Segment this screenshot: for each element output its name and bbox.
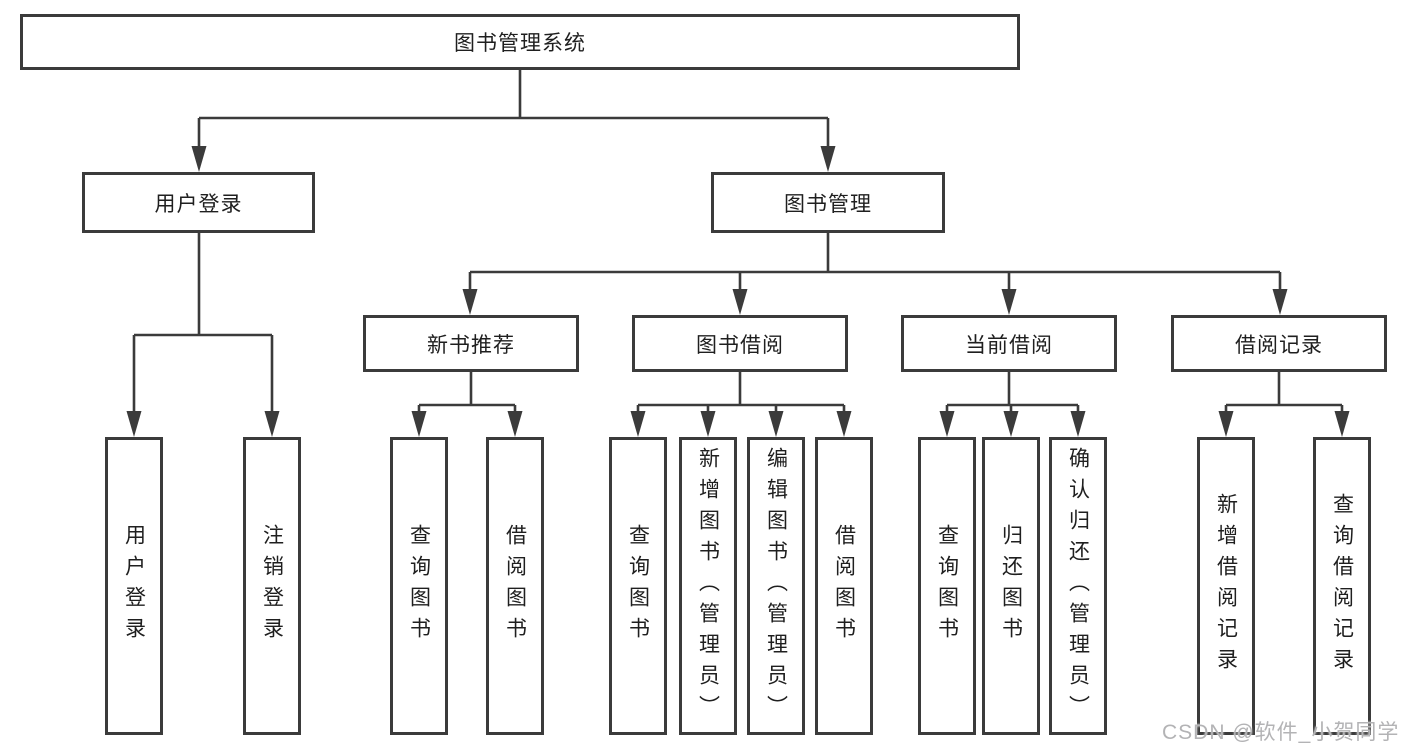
node-borrow-records: 借阅记录 — [1171, 315, 1387, 372]
node-query-borrow-record: 查询借阅记录 — [1313, 437, 1371, 735]
node-borrow-books-leaf: 借阅图书 — [815, 437, 873, 735]
node-label: 新书推荐 — [427, 333, 515, 357]
node-label: 注销登录 — [260, 524, 284, 648]
node-label: 图书借阅 — [696, 333, 784, 357]
node-user-login-leaf: 用户登录 — [105, 437, 163, 735]
node-label: 编辑图书（管理员） — [764, 446, 788, 726]
node-confirm-return-admin: 确认归还（管理员） — [1049, 437, 1107, 735]
node-label: 归还图书 — [999, 524, 1023, 648]
node-label: 确认归还（管理员） — [1066, 446, 1090, 726]
node-query-books-borrow: 查询图书 — [609, 437, 667, 735]
node-add-borrow-record: 新增借阅记录 — [1197, 437, 1255, 735]
node-label: 用户登录 — [154, 192, 243, 216]
watermark: CSDN @软件_小贺同学 — [1162, 721, 1400, 744]
node-label: 查询图书 — [407, 524, 431, 648]
node-label: 查询借阅记录 — [1330, 493, 1354, 679]
node-label: 查询图书 — [935, 524, 959, 648]
node-query-books-current: 查询图书 — [918, 437, 976, 735]
node-label: 新增图书（管理员） — [696, 446, 720, 726]
node-label: 图书管理 — [784, 192, 872, 216]
node-book-borrow: 图书借阅 — [632, 315, 848, 372]
node-label: 新增借阅记录 — [1214, 493, 1238, 679]
node-logout: 注销登录 — [243, 437, 301, 735]
node-label: 借阅记录 — [1235, 333, 1323, 357]
node-label: 当前借阅 — [965, 333, 1053, 357]
node-return-book: 归还图书 — [982, 437, 1040, 735]
node-book-management: 图书管理 — [711, 172, 945, 233]
node-borrow-books-recommend: 借阅图书 — [486, 437, 544, 735]
node-add-book-admin: 新增图书（管理员） — [679, 437, 737, 735]
node-user-login: 用户登录 — [82, 172, 315, 233]
node-new-book-recommend: 新书推荐 — [363, 315, 579, 372]
node-query-books-recommend: 查询图书 — [390, 437, 448, 735]
node-root: 图书管理系统 — [20, 14, 1020, 70]
node-label: 借阅图书 — [503, 524, 527, 648]
node-label: 借阅图书 — [832, 524, 856, 648]
node-label: 图书管理系统 — [454, 32, 586, 55]
node-edit-book-admin: 编辑图书（管理员） — [747, 437, 805, 735]
node-current-borrow: 当前借阅 — [901, 315, 1117, 372]
node-label: 用户登录 — [122, 524, 146, 648]
node-label: 查询图书 — [626, 524, 650, 648]
